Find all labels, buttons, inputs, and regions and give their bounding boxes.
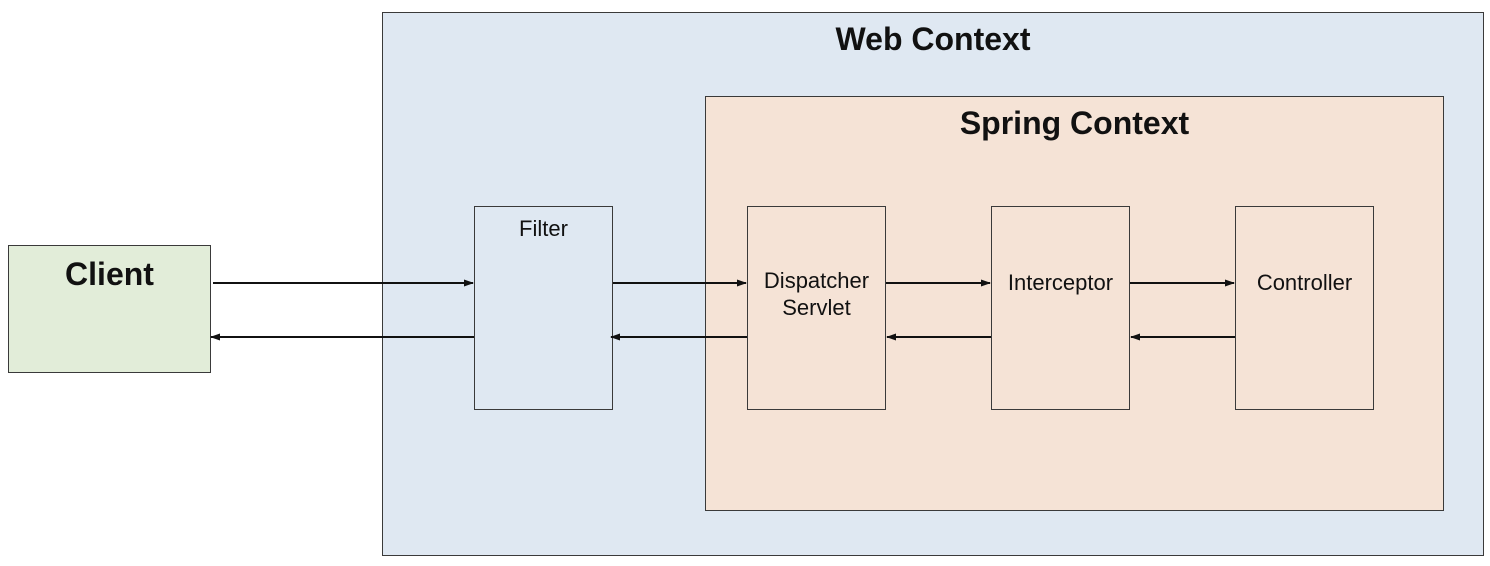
client-title: Client — [65, 256, 154, 292]
filter-label: Filter — [519, 216, 568, 241]
dispatcher-servlet-box: Dispatcher Servlet — [747, 206, 886, 410]
controller-label: Controller — [1256, 270, 1353, 295]
controller-box: Controller — [1235, 206, 1374, 410]
web-context-title: Web Context — [835, 21, 1031, 57]
interceptor-label: Interceptor — [1007, 270, 1114, 295]
interceptor-box: Interceptor — [991, 206, 1130, 410]
filter-box: Filter — [474, 206, 613, 410]
spring-context-title: Spring Context — [959, 105, 1190, 141]
client-box: Client — [8, 245, 211, 373]
dispatcher-servlet-label: Dispatcher Servlet — [763, 268, 870, 320]
